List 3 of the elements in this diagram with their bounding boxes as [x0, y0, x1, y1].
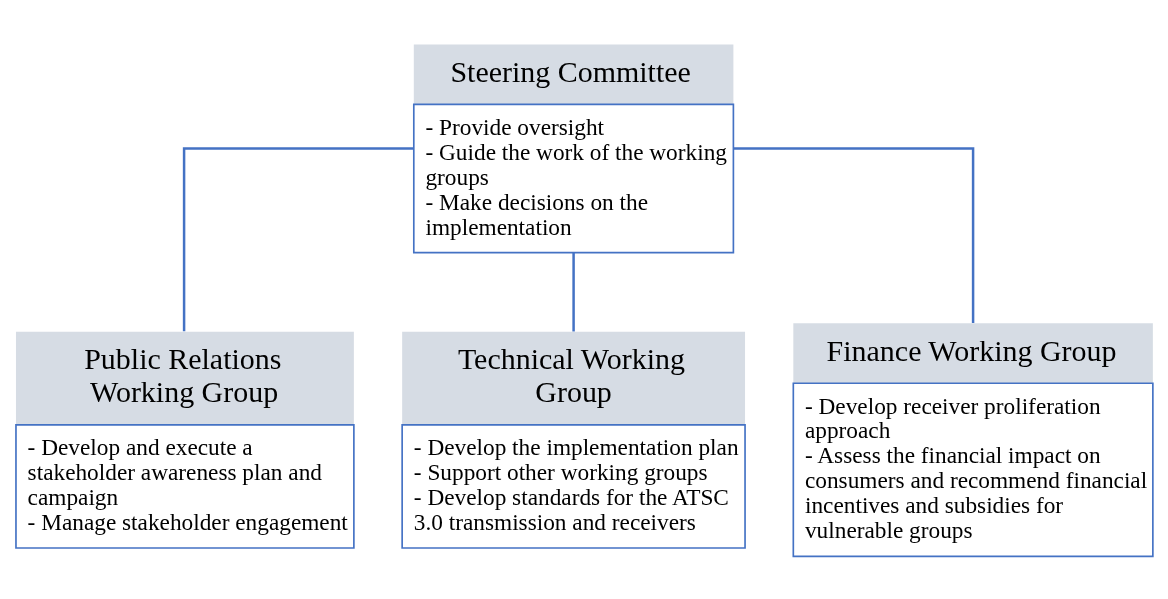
connector: [182, 146, 414, 331]
connector: [572, 251, 575, 331]
connector: [733, 146, 975, 323]
